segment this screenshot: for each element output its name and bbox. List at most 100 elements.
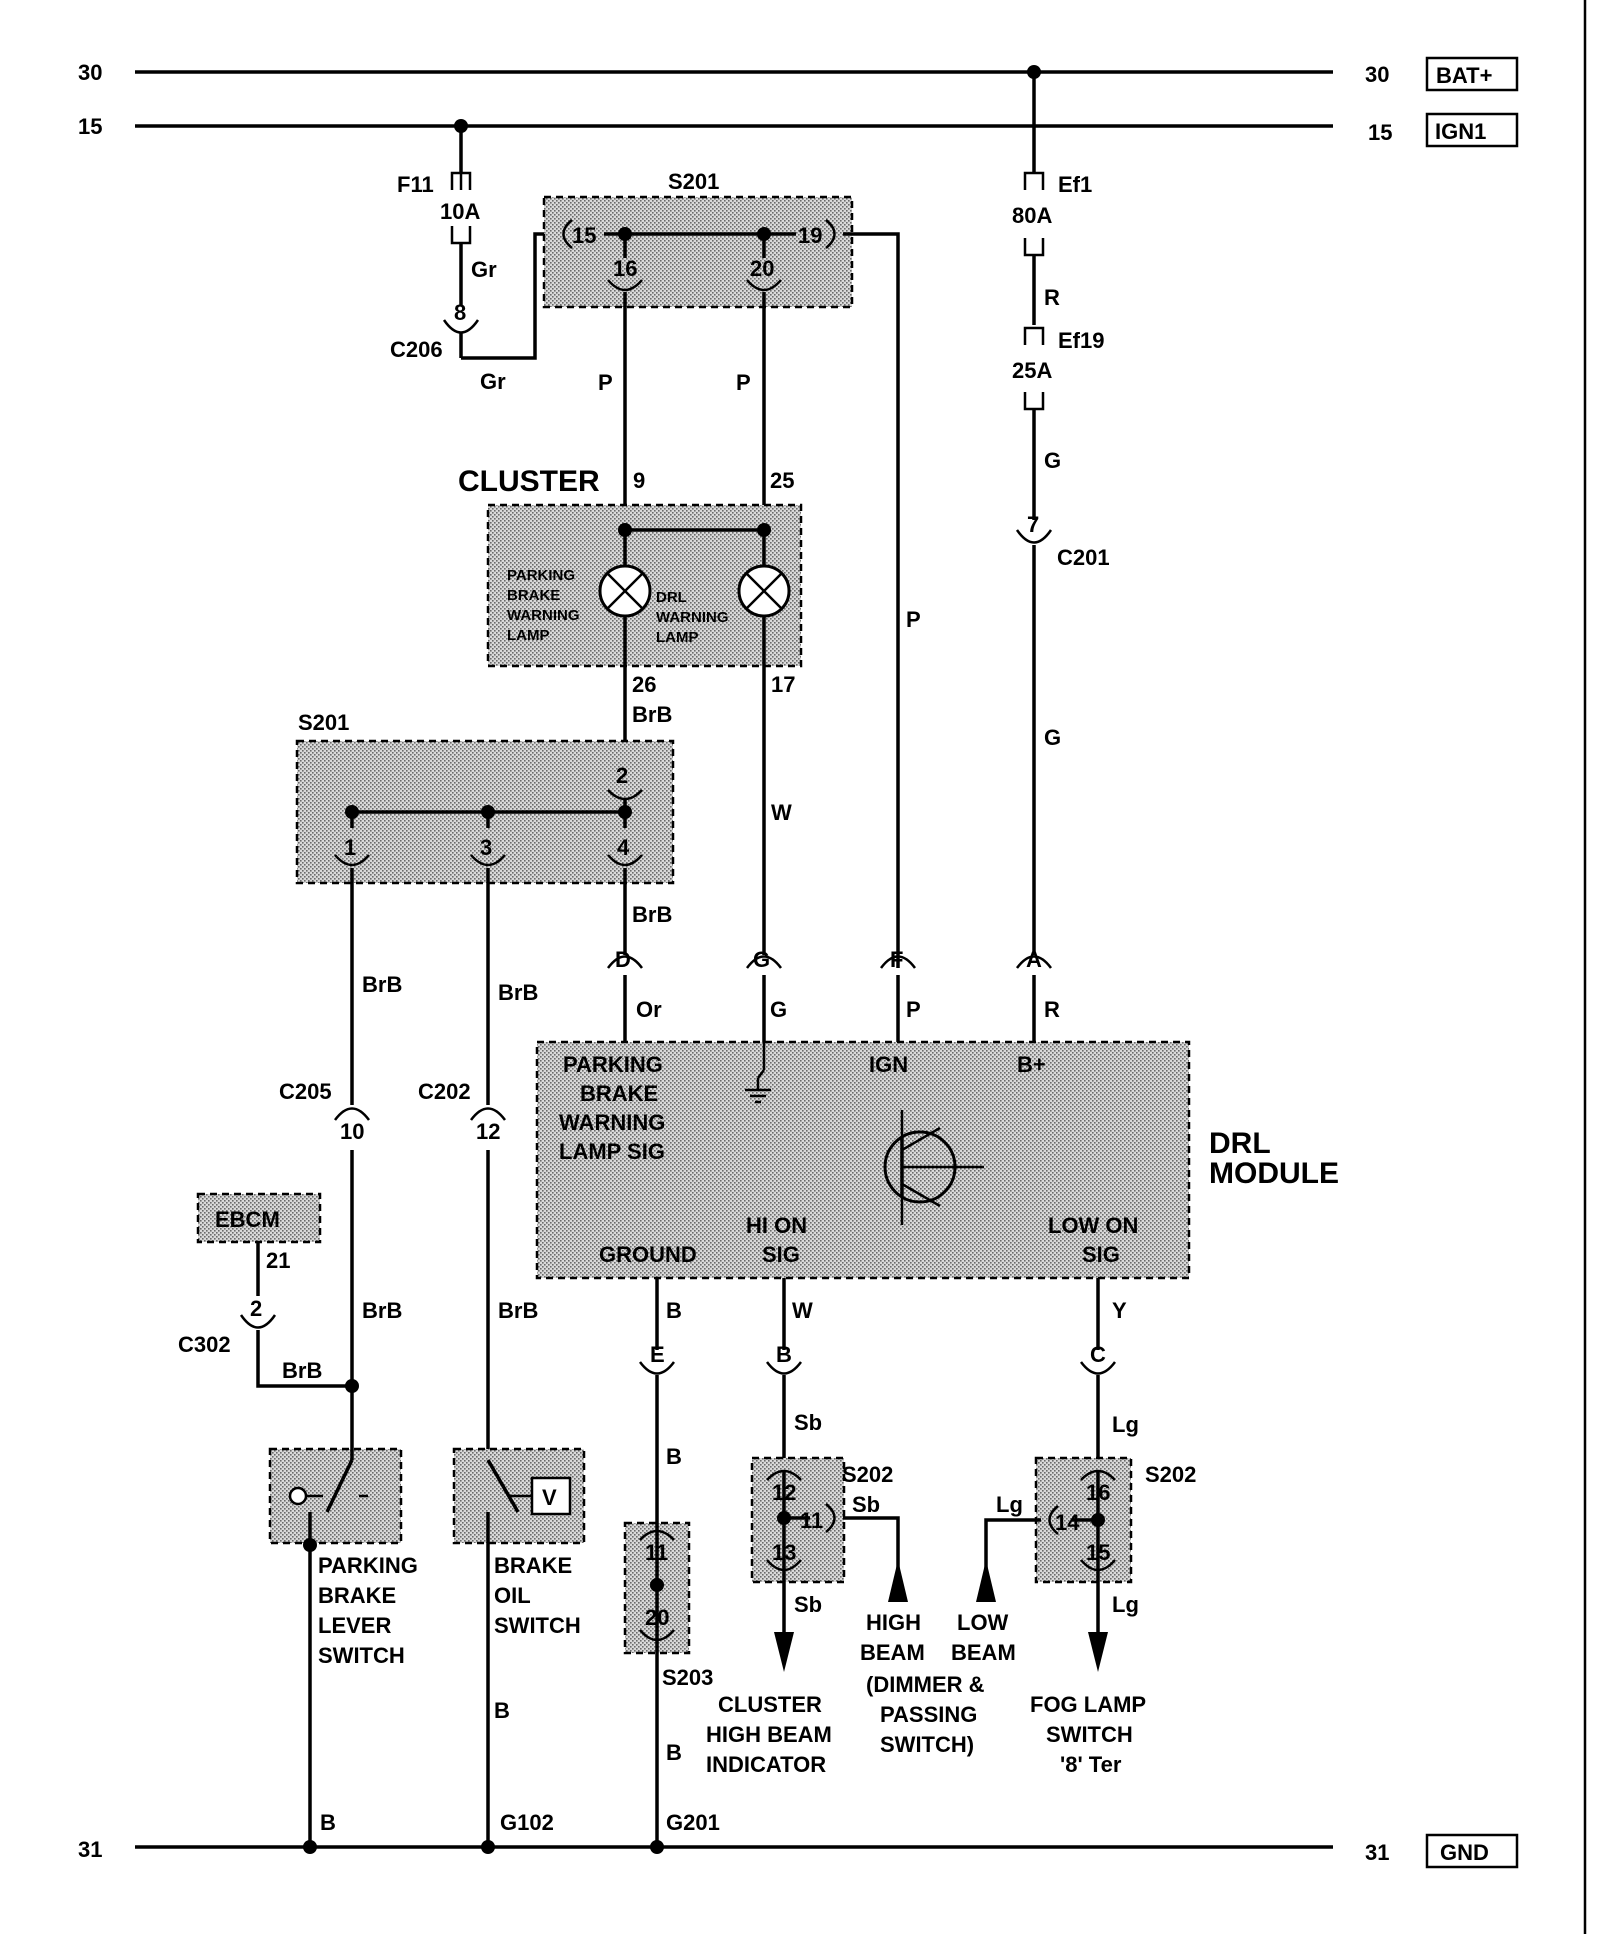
drl-pin-f: F (890, 947, 903, 972)
cluster-pin-26: 26 (632, 672, 656, 697)
ef-branch: Ef1 80A R Ef19 25A G 7 C201 G (1012, 65, 1110, 955)
drl-low-on-1: LOW ON (1048, 1213, 1138, 1238)
wire-g-2: G (1044, 725, 1061, 750)
wire-lg-2: Lg (996, 1492, 1023, 1517)
drl-pin-e: E (650, 1342, 665, 1367)
switch-contact-icon (288, 1486, 308, 1506)
drl-low-on-2: SIG (1082, 1242, 1120, 1267)
ign1-label: IGN1 (1435, 119, 1486, 144)
f11-label: F11 (397, 172, 434, 197)
wire-p-1: P (598, 370, 613, 395)
s202-pin-13: 13 (772, 1540, 796, 1565)
drl-module-title-2: MODULE (1209, 1157, 1339, 1190)
gnd-rail: 31 31 GND (78, 1833, 1519, 1869)
high-beam-4: PASSING (880, 1702, 977, 1727)
f11-branch: F11 10A Gr 8 C206 Gr (390, 119, 555, 394)
wire-lg-3: Lg (1112, 1592, 1139, 1617)
wire-b-3: B (666, 1298, 682, 1323)
fog-lamp-1: FOG LAMP (1030, 1692, 1146, 1717)
drl-module: PARKING BRAKE WARNING LAMP SIG IGN B+ HI… (535, 1040, 1191, 1280)
drl-pin-a: A (1026, 947, 1042, 972)
s203-splice: 11 20 S203 B G201 (623, 1520, 720, 1854)
wire-b-2: B (494, 1698, 510, 1723)
ef1-label: Ef1 (1058, 172, 1092, 197)
c205-label: C205 (279, 1079, 332, 1104)
wire-sb-2: Sb (852, 1492, 880, 1517)
cluster-pin-9: 9 (633, 468, 645, 493)
parking-switch-3: LEVER (318, 1613, 391, 1638)
s202-left-label: S202 (842, 1462, 893, 1487)
c206-pin-8: 8 (454, 300, 466, 325)
ign-rail-left-label: 15 (78, 114, 102, 139)
lamp2-line1: DRL (656, 589, 687, 606)
s201-pin-19: 19 (798, 223, 822, 248)
wire-g-1: G (1044, 448, 1061, 473)
bat-rail-left-label: 30 (78, 60, 102, 85)
wire-y: Y (1112, 1298, 1127, 1323)
g201-label: G201 (666, 1810, 720, 1835)
s201-top-splice: S201 15 19 16 20 (542, 169, 900, 968)
wire-g-3: G (770, 997, 787, 1022)
drl-bottom-connectors: B W Y E B C B Sb Lg (638, 1278, 1139, 1520)
low-beam-2: BEAM (951, 1640, 1016, 1665)
wire-w-1: W (771, 800, 792, 825)
parking-brake-warning-lamp-icon (598, 564, 652, 618)
drl-ground: GROUND (599, 1242, 697, 1267)
wire-brb-6: BrB (498, 1298, 538, 1323)
oil-switch-blade-icon (486, 1459, 520, 1513)
cluster-title: CLUSTER (458, 465, 600, 498)
wire-b-4: B (666, 1444, 682, 1469)
wire-brb-4: BrB (498, 980, 538, 1005)
lamp1-line3: WARNING (507, 607, 580, 624)
drl-pin-c: C (1090, 1342, 1106, 1367)
drl-hi-on-1: HI ON (746, 1213, 807, 1238)
lamp1-line1: PARKING (507, 567, 575, 584)
bat-rail-right-label: 30 (1365, 62, 1389, 87)
cluster: CLUSTER 9 25 PARKING BRAKE WARNING LAMP … (458, 465, 803, 955)
lamp2-line2: WARNING (656, 609, 729, 626)
wire-gr-2: Gr (480, 369, 506, 394)
s202-pin-11: 11 (800, 1508, 823, 1533)
arrow-down-icon (774, 1632, 794, 1672)
drl-hi-on-2: SIG (762, 1242, 800, 1267)
oil-level-sensor-icon (530, 1476, 572, 1516)
lamp1-line2: BRAKE (507, 587, 560, 604)
oil-switch-2: OIL (494, 1583, 531, 1608)
drl-warning-lamp-icon (737, 564, 791, 618)
arrow-up-icon (888, 1560, 908, 1602)
ign-rail: 15 15 IGN1 (78, 112, 1519, 148)
cluster-pin-17: 17 (771, 672, 795, 697)
drl-pin-b: B (776, 1342, 792, 1367)
wire-brb-1: BrB (632, 702, 672, 727)
ebcm: EBCM 21 2 C302 BrB (178, 1192, 359, 1393)
oil-switch-symbol: V (542, 1485, 557, 1510)
ef19-label: Ef19 (1058, 328, 1104, 353)
c202-label: C202 (418, 1079, 471, 1104)
wire-sb-3: Sb (794, 1592, 822, 1617)
wire-brb-7: BrB (282, 1358, 322, 1383)
high-beam-3: (DIMMER & (866, 1672, 985, 1697)
wire-b-1: B (320, 1810, 336, 1835)
s201-pin-1: 1 (344, 835, 356, 860)
wire-lg-1: Lg (1112, 1412, 1139, 1437)
drl-parking-sig-2: BRAKE (580, 1081, 658, 1106)
s203-pin-20: 20 (645, 1605, 669, 1630)
wire-r-1: R (1044, 285, 1060, 310)
wire-gr-1: Gr (471, 257, 497, 282)
cluster-pin-25: 25 (770, 468, 794, 493)
ef19-rating: 25A (1012, 358, 1052, 383)
destination-labels: CLUSTER HIGH BEAM INDICATOR HIGH BEAM (D… (706, 1610, 1146, 1777)
wire-brb-2: BrB (632, 902, 672, 927)
gnd-label: GND (1440, 1840, 1489, 1865)
parking-switch-4: SWITCH (318, 1643, 405, 1668)
wire-w-2: W (792, 1298, 813, 1323)
gnd-rail-right-label: 31 (1365, 1840, 1389, 1865)
c201-pin-7: 7 (1027, 512, 1039, 537)
oil-switch-1: BRAKE (494, 1553, 572, 1578)
drl-ign: IGN (869, 1052, 908, 1077)
wire-brb-3: BrB (362, 972, 402, 997)
c201-label: C201 (1057, 545, 1110, 570)
parking-brake-lever-switch: PARKING BRAKE LEVER SWITCH B (268, 1386, 418, 1854)
cluster-hb-1: CLUSTER (718, 1692, 822, 1717)
wire-p-3: P (906, 607, 921, 632)
